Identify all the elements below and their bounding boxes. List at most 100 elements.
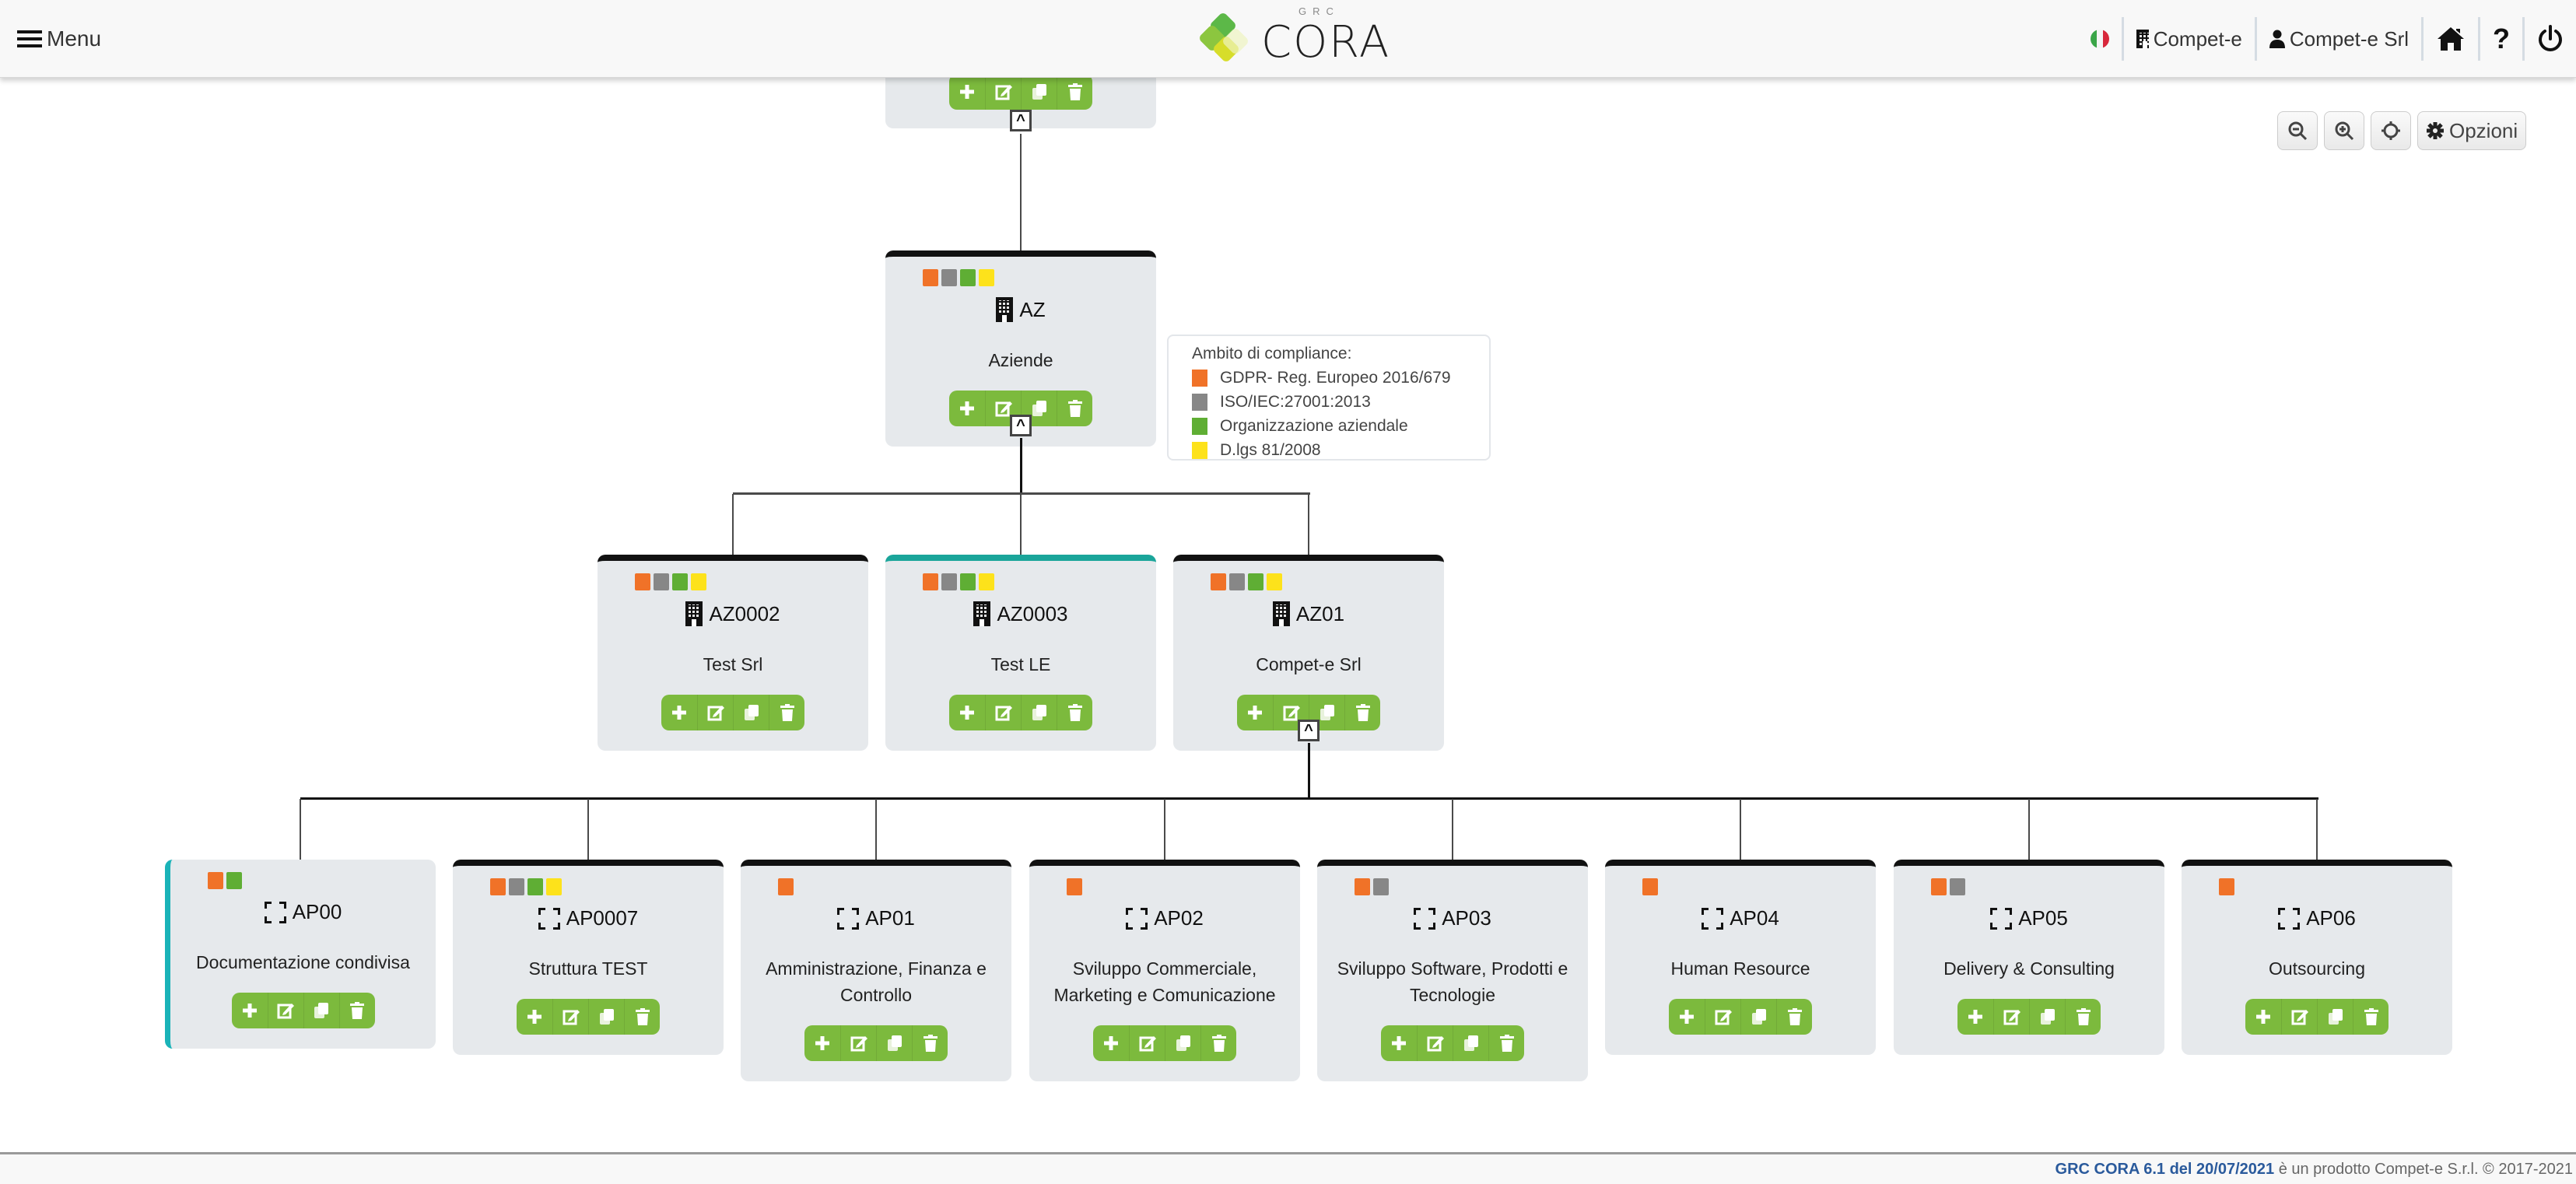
menu-button[interactable]: Menu (17, 23, 101, 54)
edit-node-button[interactable] (985, 74, 1021, 110)
copy-node-button[interactable] (876, 1025, 912, 1061)
plus-icon (958, 703, 976, 722)
expand-icon (264, 901, 286, 923)
delete-node-button[interactable] (2353, 999, 2388, 1035)
edit-node-button[interactable] (840, 1025, 876, 1061)
copy-node-button[interactable] (1021, 74, 1057, 110)
delete-node-button[interactable] (1057, 74, 1092, 110)
user-menu[interactable]: Compet-e Srl (2254, 17, 2421, 61)
add-node-button[interactable] (949, 391, 985, 426)
copy-node-button[interactable] (1021, 695, 1057, 730)
edit-node-button[interactable] (1417, 1025, 1453, 1061)
delete-node-button[interactable] (338, 993, 375, 1028)
delete-node-button[interactable] (769, 695, 804, 730)
add-node-button[interactable] (1957, 999, 1993, 1035)
chevron-up-icon: ^ (1016, 112, 1025, 129)
add-node-button[interactable] (949, 74, 985, 110)
delete-node-button[interactable] (1057, 695, 1092, 730)
node-code: AP06 (2182, 906, 2452, 930)
compliance-swatch-org (672, 573, 688, 590)
edit-node-button[interactable] (2281, 999, 2317, 1035)
add-node-button[interactable] (661, 695, 697, 730)
plus-icon (240, 1001, 259, 1020)
edit-node-button[interactable] (697, 695, 733, 730)
footer-copyright: è un prodotto Compet-e S.r.l. © 2017-202… (2274, 1161, 2573, 1178)
company-selector[interactable]: Compet-e (2121, 17, 2255, 61)
add-node-button[interactable] (1237, 695, 1273, 730)
edit-node-button[interactable] (267, 993, 303, 1028)
delete-node-button[interactable] (1488, 1025, 1524, 1061)
copy-icon (1030, 399, 1049, 418)
delete-node-button[interactable] (912, 1025, 948, 1061)
zoom-in-button[interactable] (2324, 111, 2364, 150)
add-node-button[interactable] (1381, 1025, 1417, 1061)
edit-node-button[interactable] (552, 999, 588, 1035)
copy-node-button[interactable] (2029, 999, 2065, 1035)
collapse-toggle-button[interactable]: ^ (1010, 415, 1032, 436)
compliance-swatch-gdpr (1642, 878, 1658, 895)
node-action-group (1093, 1025, 1236, 1061)
add-node-button[interactable] (232, 993, 268, 1028)
copy-node-button[interactable] (1165, 1025, 1200, 1061)
compliance-swatches (1211, 573, 1282, 590)
delete-node-button[interactable] (1344, 695, 1380, 730)
delete-node-button[interactable] (1200, 1025, 1236, 1061)
copy-node-button[interactable] (303, 993, 339, 1028)
edit-node-button[interactable] (1273, 695, 1309, 730)
add-node-button[interactable] (1669, 999, 1705, 1035)
collapse-toggle-button[interactable]: ^ (1010, 110, 1032, 131)
edit-node-button[interactable] (985, 695, 1021, 730)
copy-node-button[interactable] (1309, 695, 1344, 730)
zoom-out-button[interactable] (2277, 111, 2318, 150)
user-toolbar: Compet-e Compet-e Srl ? (2078, 17, 2576, 61)
node-code-text: AP0007 (566, 906, 639, 930)
center-view-button[interactable] (2371, 111, 2411, 150)
edit-icon (850, 1034, 868, 1053)
copy-node-button[interactable] (1453, 1025, 1488, 1061)
home-button[interactable] (2421, 17, 2478, 61)
copy-node-button[interactable] (1021, 391, 1057, 426)
edit-node-button[interactable] (985, 391, 1021, 426)
copy-node-button[interactable] (733, 695, 769, 730)
edit-icon (2290, 1007, 2309, 1026)
zoom-in-icon (2335, 121, 2354, 141)
add-node-button[interactable] (804, 1025, 840, 1061)
copy-node-button[interactable] (2317, 999, 2353, 1035)
edit-node-button[interactable] (1129, 1025, 1165, 1061)
delete-node-button[interactable] (1776, 999, 1812, 1035)
logout-button[interactable] (2522, 17, 2576, 61)
edit-icon (994, 82, 1013, 101)
help-button[interactable]: ? (2478, 17, 2522, 61)
node-code-text: AZ0002 (709, 601, 780, 625)
app-logo[interactable]: GRC CORA (1197, 5, 1390, 67)
plus-icon (1677, 1007, 1696, 1026)
add-node-button[interactable] (517, 999, 552, 1035)
trash-icon (1786, 1007, 1804, 1026)
add-node-button[interactable] (2245, 999, 2281, 1035)
copy-node-button[interactable] (588, 999, 624, 1035)
language-selector[interactable] (2078, 17, 2122, 61)
copy-node-button[interactable] (1740, 999, 1776, 1035)
add-node-button[interactable] (949, 695, 985, 730)
delete-node-button[interactable] (2065, 999, 2101, 1035)
add-node-button[interactable] (1093, 1025, 1129, 1061)
edit-node-button[interactable] (1993, 999, 2029, 1035)
hamburger-icon (17, 30, 42, 47)
edit-node-button[interactable] (1705, 999, 1740, 1035)
delete-node-button[interactable] (624, 999, 660, 1035)
delete-node-button[interactable] (1057, 391, 1092, 426)
collapse-toggle-button[interactable]: ^ (1298, 720, 1320, 741)
options-button[interactable]: Opzioni (2417, 111, 2527, 150)
